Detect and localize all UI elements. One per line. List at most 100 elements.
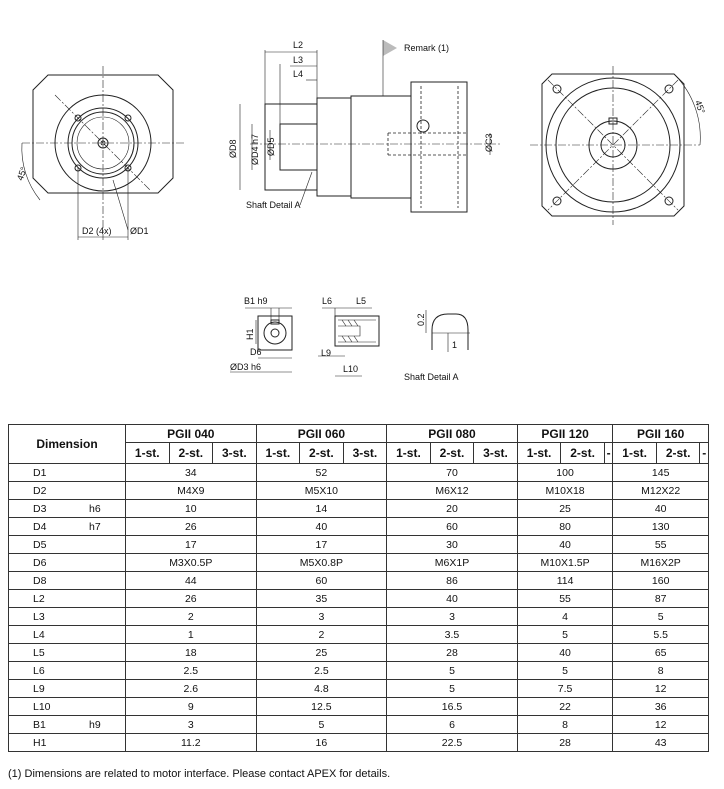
b1h9-label: B1 h9 [244, 296, 268, 306]
value-cell: 16 [255, 733, 388, 752]
dimension-name: H1 [33, 736, 47, 749]
value-cell: 18 [125, 643, 257, 662]
value-cell: 8 [516, 715, 614, 734]
dimension-name: B1 [33, 718, 46, 731]
d4h7-label: ØD4 h7 [250, 134, 260, 165]
value-cell: 25 [516, 499, 614, 518]
model-header: PGII 160 [612, 424, 709, 443]
value-cell: 40 [612, 499, 709, 518]
dimension-name: D8 [33, 574, 47, 587]
value-cell: 11.2 [125, 733, 257, 752]
technical-drawing: 45° D2 (4x) ØD1 L2 L3 L4 ØD8 ØD4 h7 ØD5 … [15, 40, 707, 382]
value-cell: 70 [386, 463, 518, 482]
tolerance: h7 [89, 520, 101, 533]
dimension-name-cell: H1 [8, 733, 126, 752]
model-header: PGII 060 [255, 424, 388, 443]
value-cell: M6X1P [386, 553, 518, 572]
value-cell: 5 [612, 607, 709, 626]
shaft-detail-a-caption: Shaft Detail A [404, 372, 459, 382]
value-cell: 26 [125, 517, 257, 536]
dimension-name: D5 [33, 538, 47, 551]
shaft-detail-a-label: Shaft Detail A [246, 200, 301, 210]
shaft-detail-a-view: 0.2 1 Shaft Detail A [404, 310, 470, 382]
shaft-end-view: B1 h9 H1 D6 ØD3 h6 [230, 296, 293, 373]
value-cell: 36 [612, 697, 709, 716]
stage-header: 1-st. [612, 442, 657, 464]
l6-label: L6 [322, 296, 332, 306]
value-cell: 22.5 [386, 733, 518, 752]
dimension-name-cell: L4 [8, 625, 126, 644]
dimension-name: L5 [33, 646, 45, 659]
value-cell: 10 [125, 499, 257, 518]
dimension-name-cell: D6 [8, 553, 126, 572]
dimension-header: Dimension [8, 424, 126, 464]
value-cell: M3X0.5P [125, 553, 257, 572]
value-cell: 43 [612, 733, 709, 752]
dimension-name-cell: D8 [8, 571, 126, 590]
h1-label: H1 [245, 328, 255, 340]
remark-label: Remark (1) [404, 43, 449, 53]
stage-header: 3-st. [212, 442, 257, 464]
dimension-name-cell: B1 h9 [8, 715, 126, 734]
d2-4x-label: D2 (4x) [82, 226, 112, 236]
value-cell: 3 [386, 607, 518, 626]
value-cell: 55 [612, 535, 709, 554]
stage-header: 2-st. [168, 442, 214, 464]
value-cell: 17 [255, 535, 388, 554]
value-cell: 35 [255, 589, 388, 608]
dimension-name: D1 [33, 466, 47, 479]
l9-label: L9 [321, 348, 331, 358]
remark-flag-icon [383, 40, 397, 56]
value-cell: 1 [125, 625, 257, 644]
value-cell: 8 [612, 661, 709, 680]
value-cell: 28 [516, 733, 614, 752]
stage-header: 2-st. [655, 442, 701, 464]
dimension-name: L6 [33, 664, 45, 677]
value-cell: 86 [386, 571, 518, 590]
dimension-name-cell: D2 [8, 481, 126, 500]
value-cell: 20 [386, 499, 518, 518]
tolerance: h9 [89, 718, 101, 731]
l3-label: L3 [293, 55, 303, 65]
value-cell: 14 [255, 499, 388, 518]
dimension-name: D4 [33, 520, 47, 533]
dimension-name-cell: L6 [8, 661, 126, 680]
value-cell: 5 [255, 715, 388, 734]
l10-label: L10 [343, 364, 358, 374]
stage-header: 1-st. [255, 442, 301, 464]
d5-label: ØD5 [266, 137, 276, 156]
stage-header: 2-st. [299, 442, 344, 464]
value-cell: 55 [516, 589, 614, 608]
shaft-side-section: L6 L5 L9 L10 [318, 296, 380, 377]
value-cell: 30 [386, 535, 518, 554]
value-cell: 130 [612, 517, 709, 536]
value-cell: 2 [255, 625, 388, 644]
dimension-name-cell: D5 [8, 535, 126, 554]
value-cell: 114 [516, 571, 614, 590]
dimension-name-cell: L3 [8, 607, 126, 626]
stage-header: - [603, 442, 614, 464]
value-cell: 65 [612, 643, 709, 662]
angle-45-label-left: 45° [15, 165, 29, 182]
dimension-table: Dimension PGII 040 PGII 060 PGII 080 PGI… [8, 424, 709, 752]
d6-label: D6 [250, 347, 262, 357]
front-view-motor-side: 45° D2 (4x) ØD1 [15, 66, 185, 240]
value-cell: 3 [125, 715, 257, 734]
value-cell: 9 [125, 697, 257, 716]
value-cell: M12X22 [612, 481, 709, 500]
value-cell: 16.5 [386, 697, 518, 716]
model-header: PGII 040 [125, 424, 257, 443]
value-cell: 25 [255, 643, 388, 662]
value-cell: 22 [516, 697, 614, 716]
d3h6-label: ØD3 h6 [230, 362, 261, 372]
dimension-name-cell: L5 [8, 643, 126, 662]
